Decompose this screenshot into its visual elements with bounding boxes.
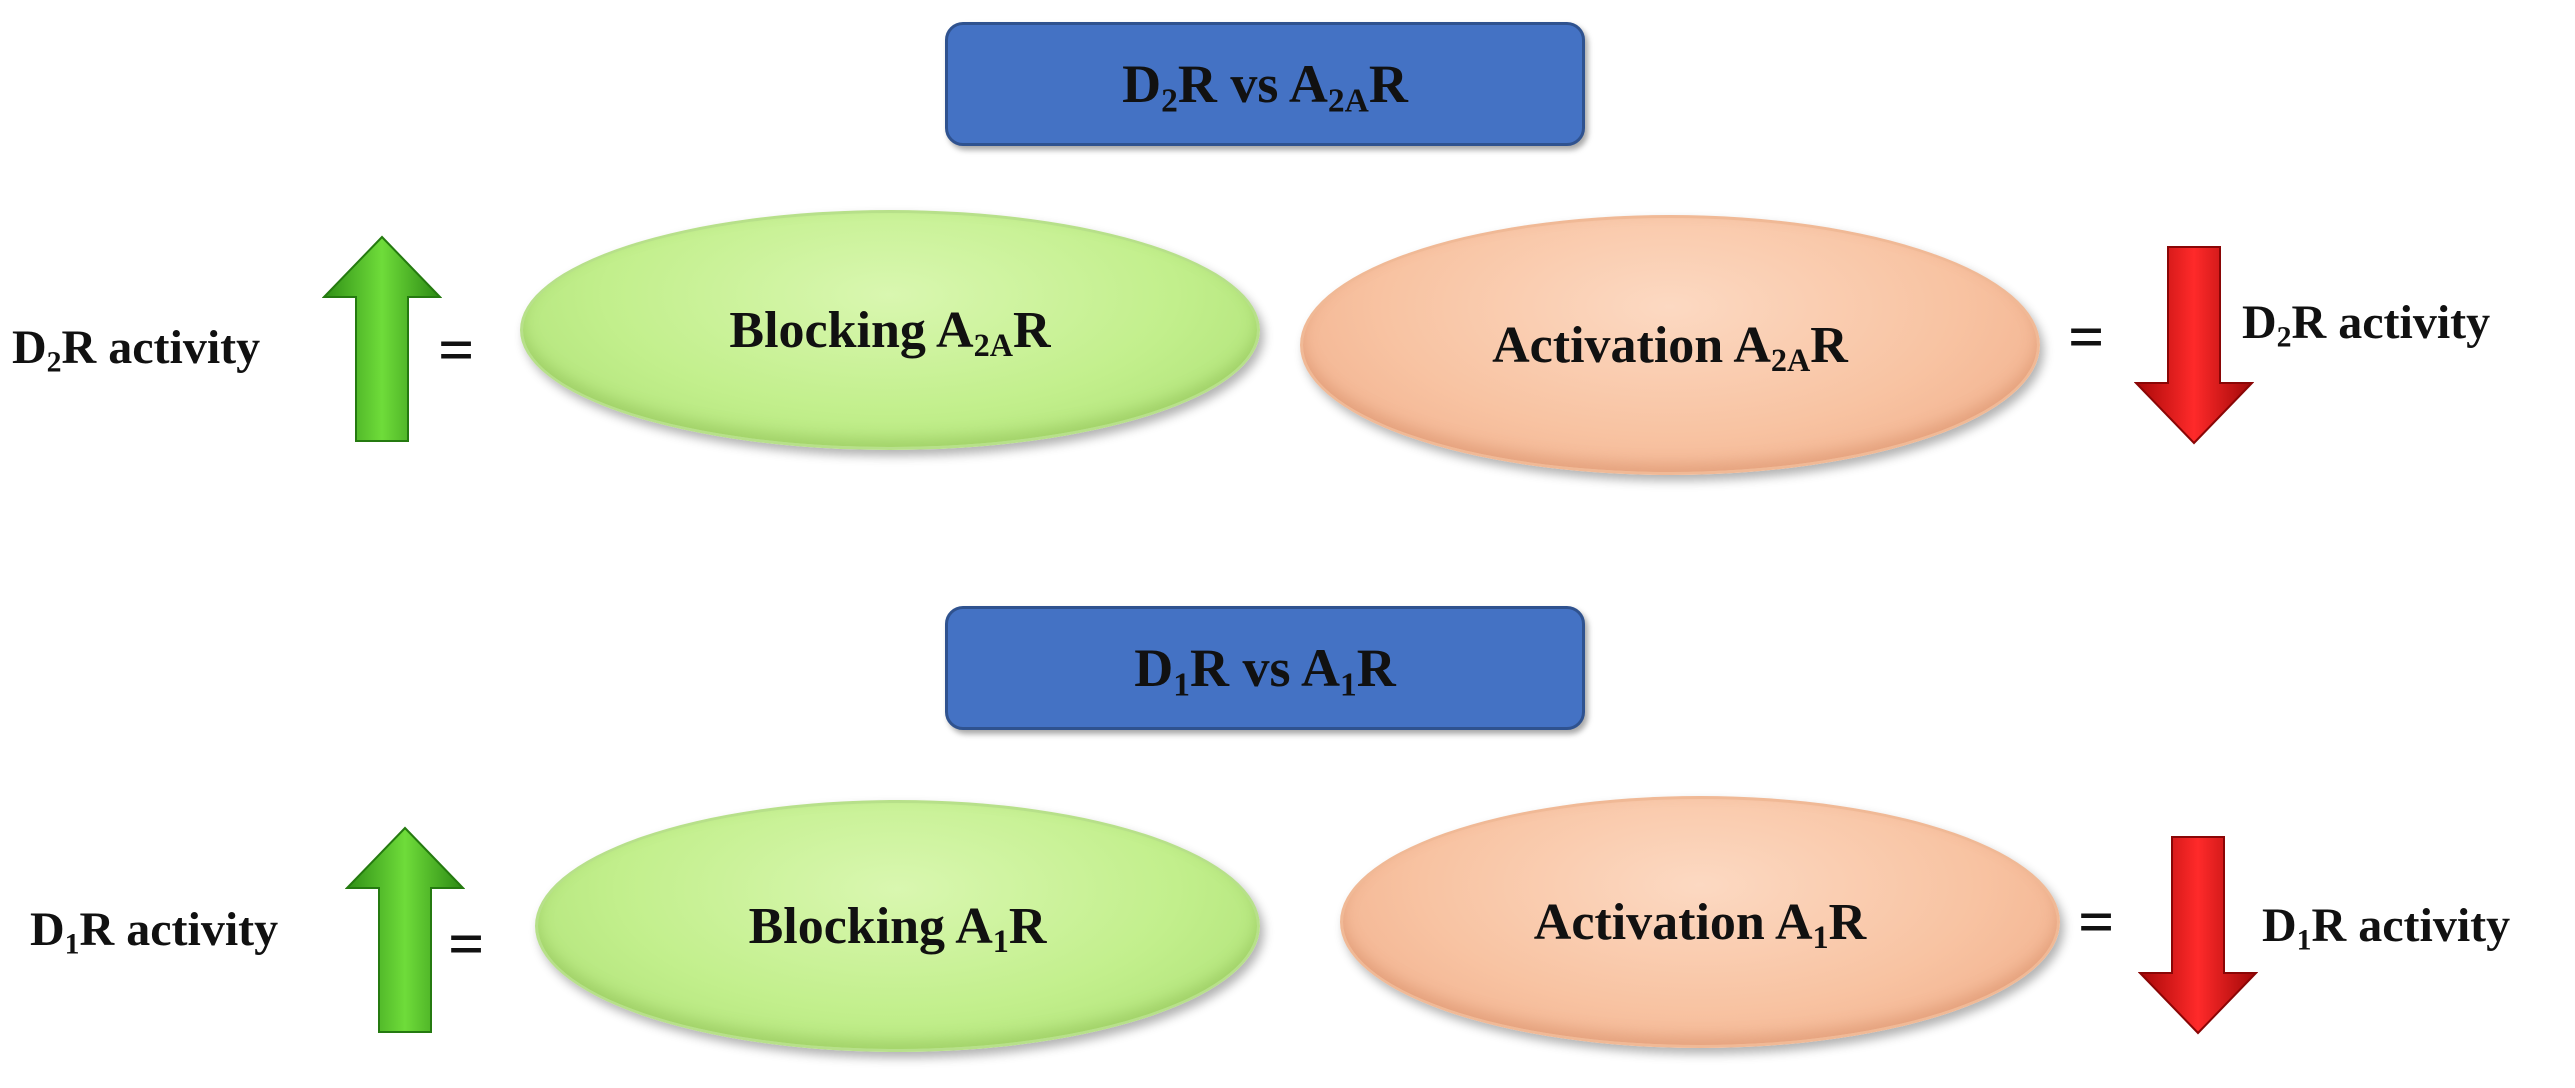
title-d2r-vs-a2ar: D2R vs A2AR bbox=[945, 22, 1585, 146]
title-text: D1R vs A1R bbox=[1134, 638, 1396, 704]
left-activity-label: D1R activity bbox=[30, 903, 279, 961]
title-d1r-vs-a1r: D1R vs A1R bbox=[945, 606, 1585, 730]
blocking-label: Blocking A2AR bbox=[729, 301, 1051, 363]
arrow-up-icon bbox=[322, 235, 442, 442]
left-activity-label: D2R activity bbox=[12, 321, 261, 379]
arrow-down-icon bbox=[2134, 246, 2254, 445]
right-activity-label: D2R activity bbox=[2242, 296, 2491, 354]
equals-sign-right: = bbox=[2078, 886, 2115, 957]
blocking-a2ar-ellipse: Blocking A2AR bbox=[520, 210, 1260, 450]
arrow-up-icon bbox=[345, 826, 465, 1033]
activation-label: Activation A1R bbox=[1533, 893, 1867, 955]
equals-sign-right: = bbox=[2068, 301, 2105, 372]
equals-sign-left: = bbox=[438, 314, 475, 385]
blocking-a1r-ellipse: Blocking A1R bbox=[535, 800, 1260, 1052]
blocking-label: Blocking A1R bbox=[748, 897, 1047, 959]
right-activity-label: D1R activity bbox=[2262, 899, 2511, 957]
activation-a2ar-ellipse: Activation A2AR bbox=[1300, 215, 2040, 475]
activation-label: Activation A2AR bbox=[1492, 316, 1848, 378]
arrow-down-icon bbox=[2138, 836, 2258, 1035]
title-text: D2R vs A2AR bbox=[1122, 54, 1408, 120]
activation-a1r-ellipse: Activation A1R bbox=[1340, 796, 2060, 1048]
equals-sign-left: = bbox=[448, 908, 485, 979]
